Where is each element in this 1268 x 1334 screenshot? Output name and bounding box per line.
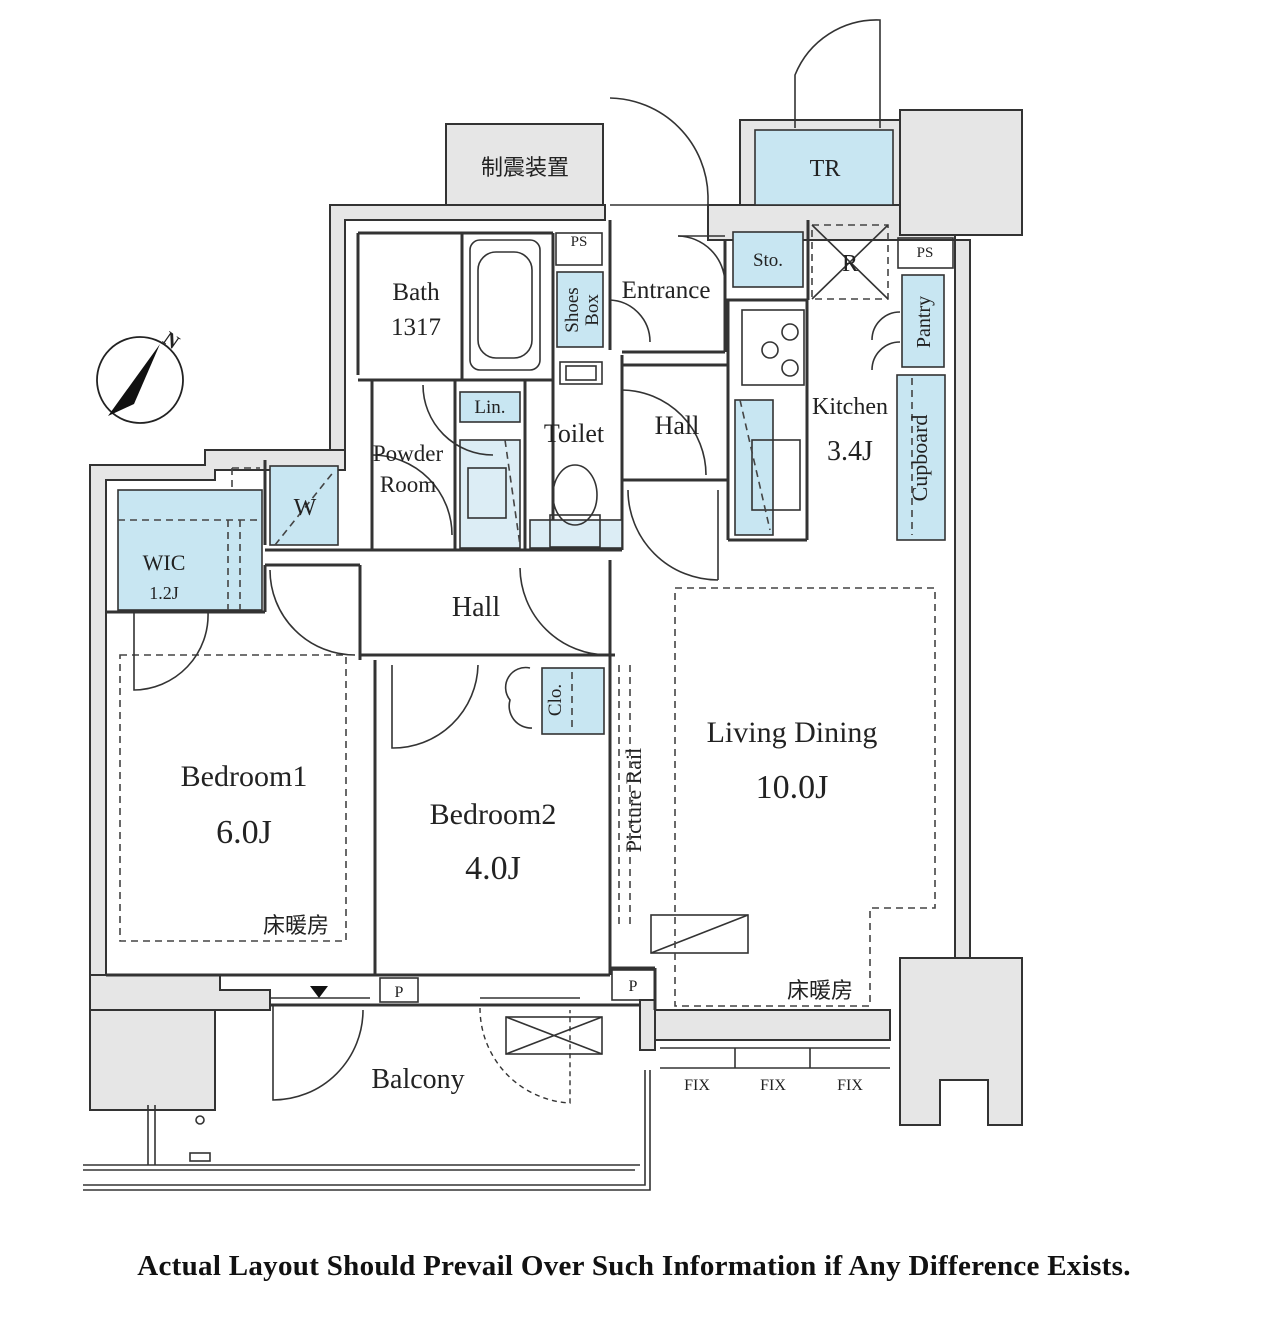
- compass-ring: [96, 336, 184, 424]
- bath-size-label: 1317: [391, 314, 441, 341]
- shoes-label: Shoes: [562, 287, 583, 332]
- sto-label: Sto.: [753, 250, 783, 271]
- bedroom2-size-label: 4.0J: [465, 850, 521, 887]
- disclaimer-text: Actual Layout Should Prevail Over Such I…: [137, 1250, 1131, 1282]
- interior-walls: [106, 220, 890, 1069]
- fixtures: [117, 129, 946, 735]
- kitchen-size-label: 3.4J: [827, 436, 873, 467]
- compass: N: [96, 328, 184, 424]
- outer-walls: [89, 109, 1023, 1126]
- clo-label: Clo.: [545, 684, 566, 716]
- compass-north-label: N: [159, 328, 184, 355]
- balcony-rail: [83, 1070, 651, 1191]
- box-label: Box: [582, 294, 603, 326]
- toilet-label: Toilet: [544, 419, 605, 448]
- living-dining-label: Living Dining: [707, 716, 878, 749]
- fix-label-2: FIX: [760, 1077, 786, 1094]
- ps-label-2: PS: [917, 245, 934, 261]
- picture-rail-label: Picture Rail: [621, 748, 646, 852]
- floor-heating-label-1: 床暖房: [263, 913, 329, 938]
- wic-size-label: 1.2J: [149, 583, 179, 603]
- bath-label: Bath: [392, 279, 440, 306]
- hall-upper-label: Hall: [655, 411, 700, 440]
- pantry-label: Pantry: [913, 296, 935, 348]
- tr-label: TR: [810, 156, 841, 182]
- ps-label-1: PS: [571, 234, 588, 250]
- bedroom1-label: Bedroom1: [181, 760, 308, 793]
- dashed-outlines: [118, 378, 936, 1007]
- bedroom1-size-label: 6.0J: [216, 814, 272, 851]
- balcony-label: Balcony: [371, 1064, 464, 1095]
- kitchen-label: Kitchen: [812, 394, 888, 420]
- fix-label-3: FIX: [837, 1077, 863, 1094]
- powder-label: Powder: [373, 441, 444, 466]
- hall-lower-label: Hall: [452, 592, 500, 623]
- seishin-label: 制震装置: [481, 155, 569, 180]
- r-label: R: [842, 251, 858, 277]
- p-label-2: P: [629, 978, 638, 995]
- floor-plan: N 制震装置 TR PS PS Sto. R Bath 1317 Shoes B…: [83, 19, 1023, 1191]
- floor-heating-label-2: 床暖房: [787, 978, 853, 1003]
- room-label: Room: [380, 472, 436, 497]
- living-dining-size-label: 10.0J: [756, 769, 829, 806]
- doors: [133, 19, 901, 1104]
- p-label-1: P: [395, 984, 404, 1001]
- entrance-label: Entrance: [622, 277, 711, 304]
- fix-label-1: FIX: [684, 1077, 710, 1094]
- w-label: W: [294, 495, 317, 521]
- cupboard-label: Cupboard: [907, 415, 932, 502]
- north-arrow-icon: [108, 344, 160, 416]
- room-labels: 制震装置 TR PS PS Sto. R Bath 1317 Shoes Box…: [143, 155, 935, 1095]
- wic-label: WIC: [143, 550, 186, 575]
- lin-label: Lin.: [474, 397, 505, 418]
- equipment: [310, 224, 954, 1055]
- bedroom2-label: Bedroom2: [430, 798, 557, 831]
